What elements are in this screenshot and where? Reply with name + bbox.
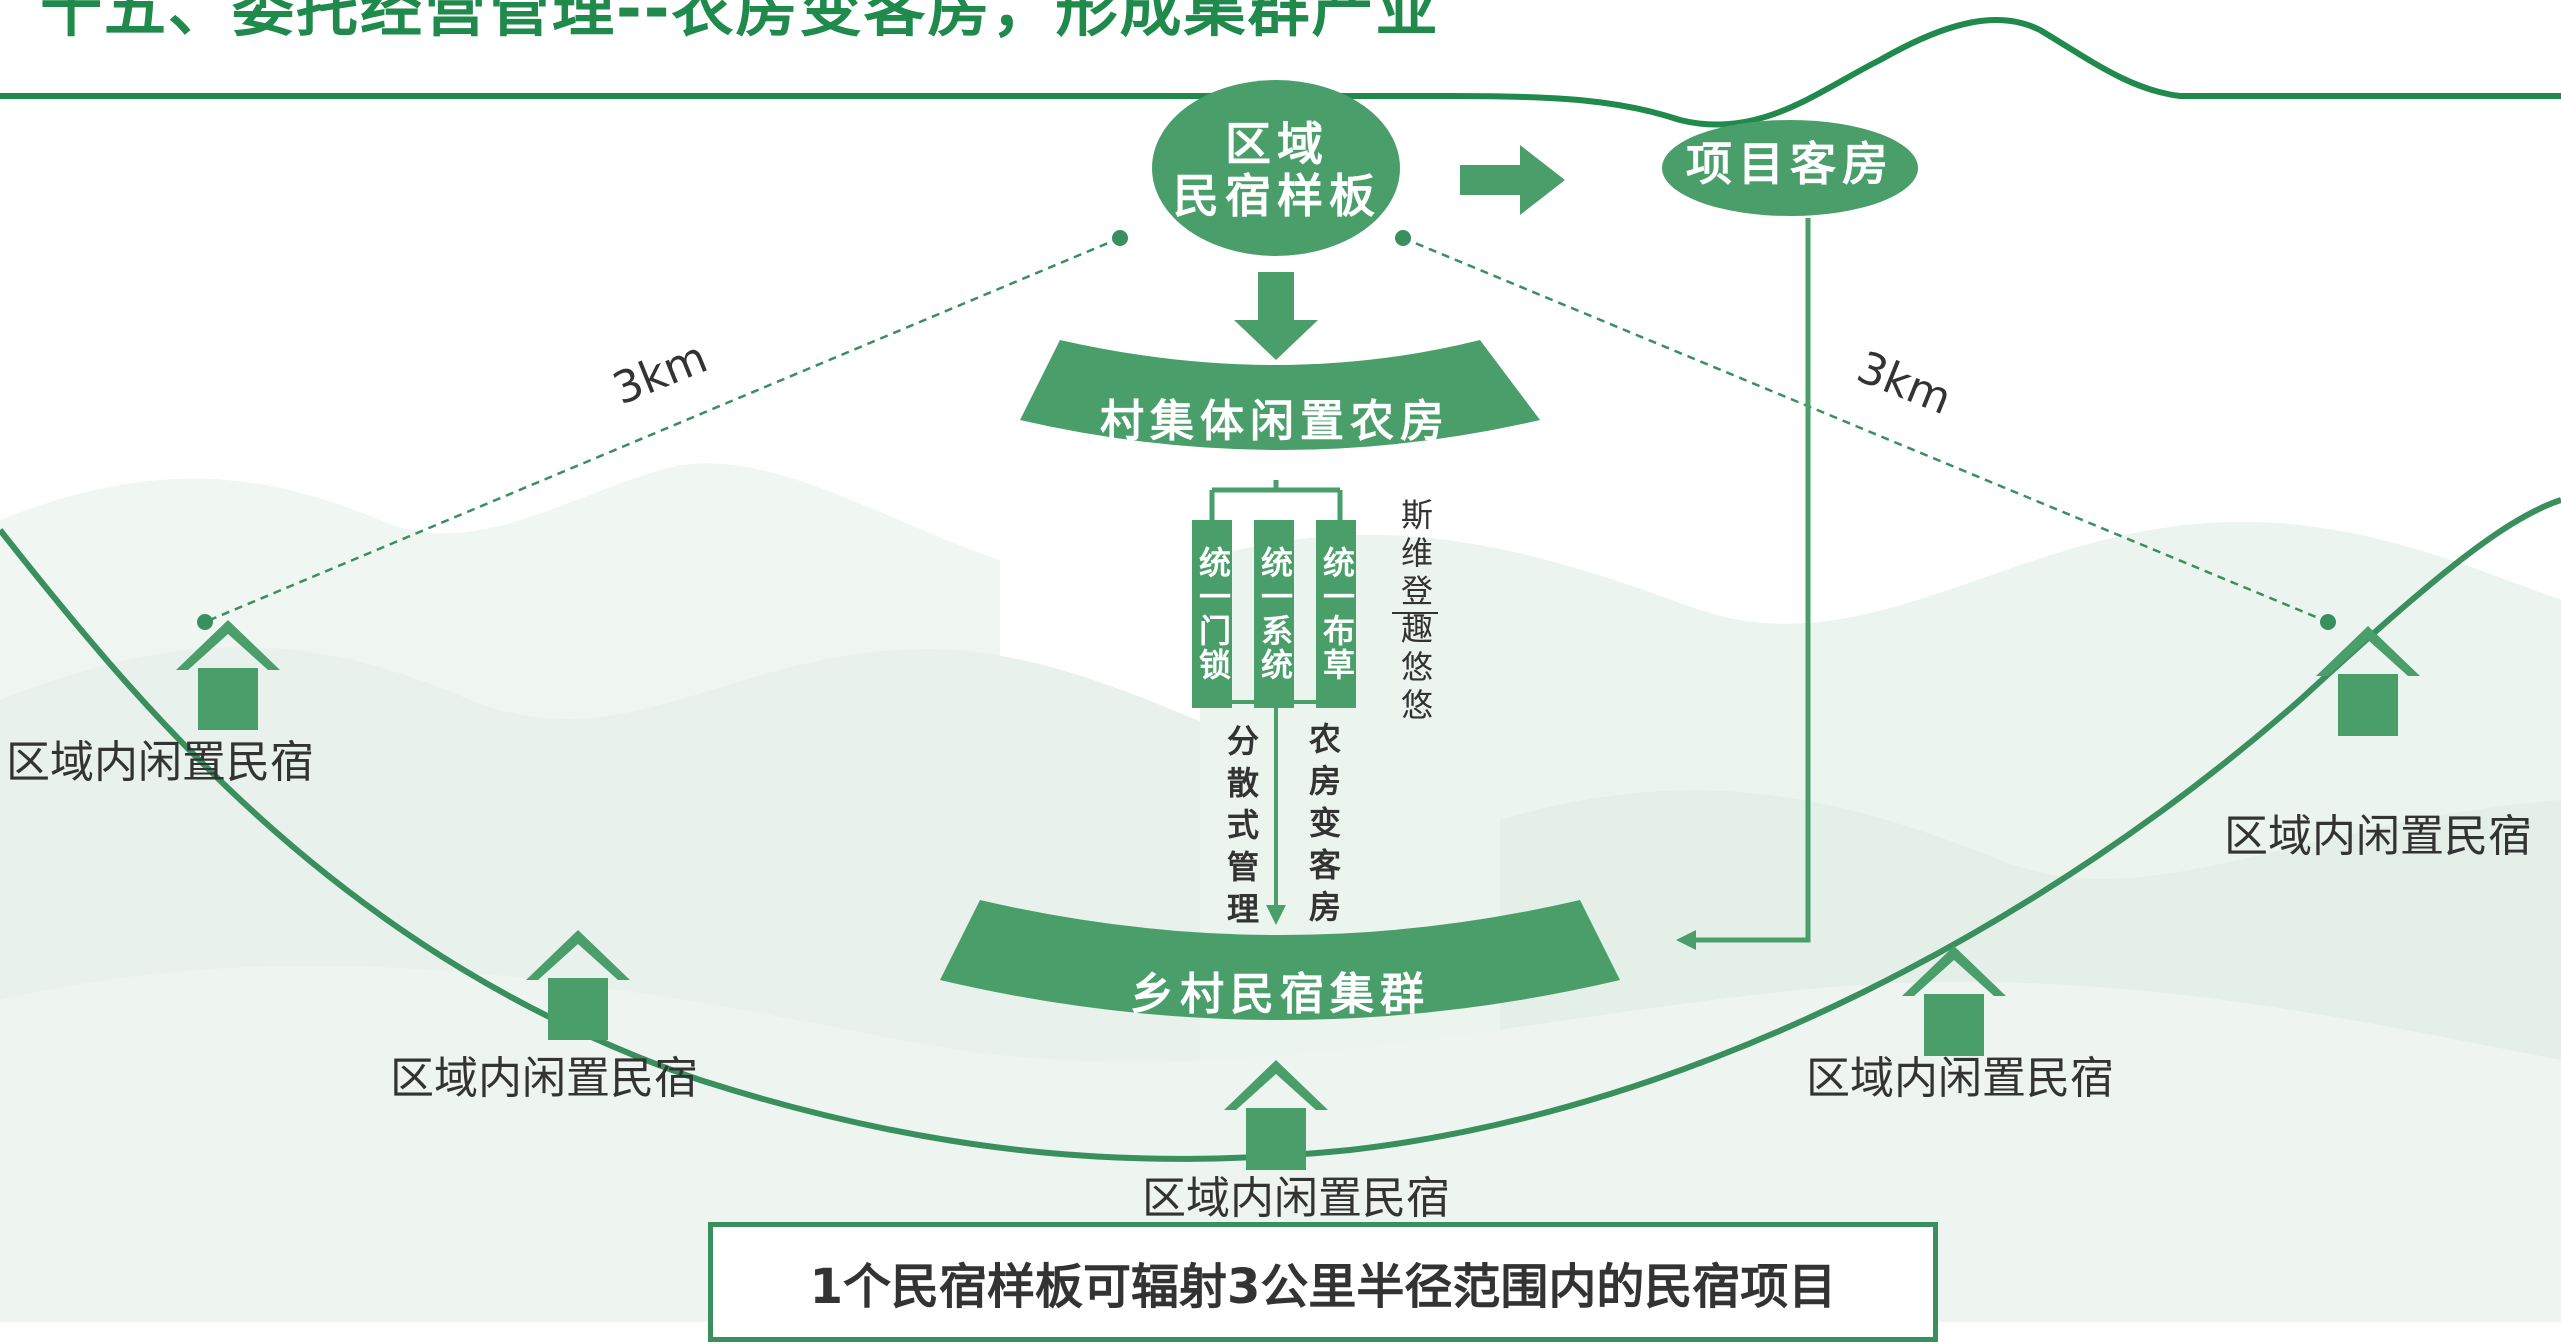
radius-dot (1112, 230, 1128, 246)
house-icon (526, 930, 630, 1040)
band-bottom-label: 乡村民宿集群 (1130, 969, 1430, 1020)
template-node-shape (1152, 80, 1400, 256)
radius-dot (197, 614, 213, 630)
arrow-right-icon (1460, 145, 1565, 215)
radius-lines (204, 236, 2329, 624)
page-title: 十五、委托经营管理--农房变客房，形成集群产业 (40, 0, 1440, 45)
template-node: 区域 民宿样板 (1152, 118, 1402, 222)
cluster-curve (0, 497, 2561, 1162)
arrow-to-cluster-icon (1266, 905, 1286, 925)
project-node-shape (1662, 120, 1918, 216)
house-icon (2316, 626, 2420, 736)
bottom-band-shape (940, 900, 1620, 1020)
template-node-line1: 区域 (1225, 117, 1329, 171)
band-top-label: 村集体闲置农房 (1100, 396, 1450, 447)
house-icon (176, 620, 280, 730)
radius-dot (1395, 230, 1411, 246)
arrow-down-icon (1234, 272, 1318, 360)
house-label: 区域内闲置民宿 (1142, 1173, 1450, 1224)
left-flow-label: 分散式管理 (1222, 724, 1260, 934)
unify-lock: 统一门锁 (1192, 520, 1232, 708)
unify-system: 统一系统 (1254, 520, 1294, 708)
arrow-left-icon (1676, 930, 1696, 950)
house-label: 区域内闲置民宿 (390, 1053, 698, 1104)
house-label: 区域内闲置民宿 (1806, 1053, 2114, 1104)
template-node-line2: 民宿样板 (1173, 169, 1381, 223)
brand-name: 斯维登 (1392, 498, 1438, 614)
footer-note-text: 1个民宿样板可辐射3公里半径范围内的民宿项目 (809, 1259, 1837, 1315)
right-flow-label: 农房变客房 (1304, 722, 1342, 932)
unify-linen: 统一布草 (1316, 520, 1356, 708)
brand-name: 趣悠悠 (1396, 612, 1434, 726)
header-wave-line (0, 17, 2561, 128)
house-icon (1902, 946, 2006, 1056)
radius-dot (2320, 614, 2336, 630)
house-label: 区域内闲置民宿 (6, 737, 314, 788)
mountain-background (0, 463, 2561, 1322)
footer-note: 1个民宿样板可辐射3公里半径范围内的民宿项目 (708, 1222, 1938, 1342)
house-icon (1224, 1060, 1328, 1170)
top-band-shape (1020, 340, 1540, 450)
project-node: 项目客房 (1686, 137, 1894, 191)
project-to-cluster-line (1690, 218, 1811, 943)
house-icons (176, 620, 2420, 1170)
house-label: 区域内闲置民宿 (2224, 811, 2532, 862)
bracket-top (1209, 480, 1343, 520)
